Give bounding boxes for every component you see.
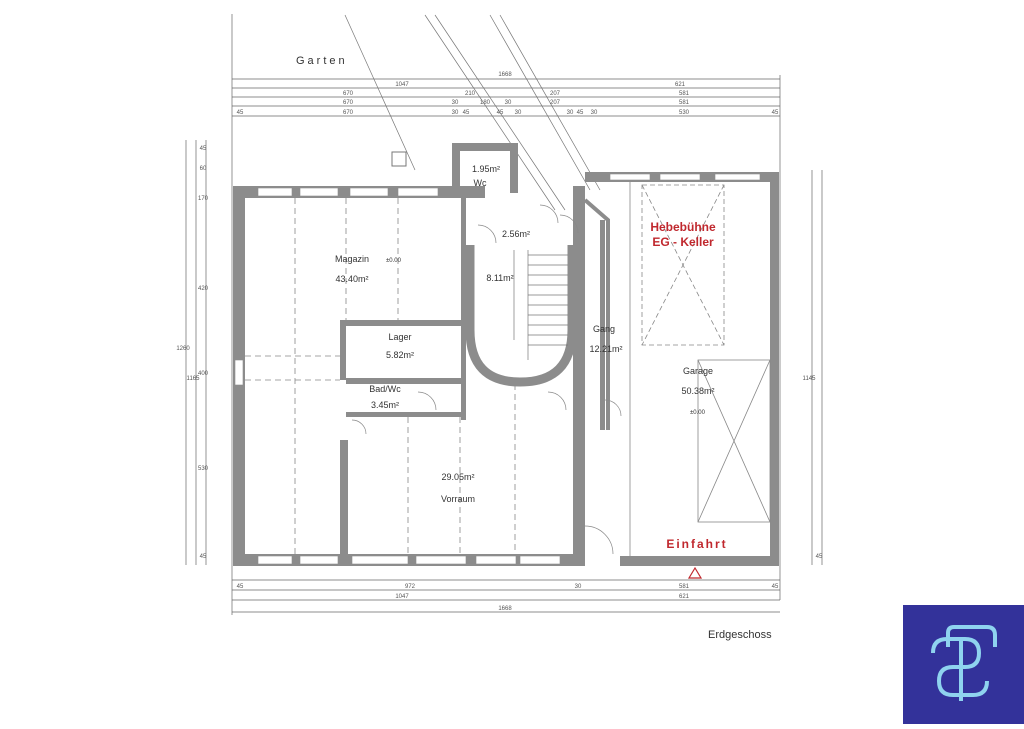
lift-label-line2: EG - Keller <box>652 235 714 249</box>
brand-logo <box>903 605 1024 724</box>
corridor-wall <box>583 198 610 430</box>
dim-bottom: 45 <box>237 584 244 590</box>
beam-lines <box>245 198 516 554</box>
dim-right: 45 <box>816 554 823 560</box>
floor-label: Erdgeschoss <box>708 629 772 641</box>
chimney <box>391 151 407 167</box>
highlight-labels: Hebebühne EG - Keller Einfahrt <box>650 220 727 551</box>
level-markers: ±0.00 ±0.00 <box>386 258 706 416</box>
dim-right: 1145 <box>803 376 817 382</box>
room-name-bad-wc: Bad/Wc <box>369 384 401 394</box>
dim-top: 30 <box>505 100 512 106</box>
dim-top: 581 <box>679 91 690 97</box>
room-area-gang: 12.21m² <box>589 344 622 354</box>
room-area-hall: 2.56m² <box>502 229 530 239</box>
dim-left: 60 <box>200 166 207 172</box>
dim-top: 45 <box>497 110 504 116</box>
dim-top: 30 <box>515 110 522 116</box>
dim-top: 1668 <box>498 72 512 78</box>
dim-top: 30 <box>591 110 598 116</box>
dim-left: 1165 <box>187 376 201 382</box>
dim-bottom: 621 <box>679 594 690 600</box>
room-area-magazin: 43.40m² <box>335 274 368 284</box>
dim-top: 210 <box>465 91 476 97</box>
dim-top: 45 <box>463 110 470 116</box>
sp-monogram-icon <box>931 625 997 701</box>
dim-top: 30 <box>452 110 459 116</box>
level-magazin: ±0.00 <box>386 258 402 264</box>
dim-bottom: 1668 <box>498 606 512 612</box>
room-area-stair: 8.11m² <box>486 273 513 283</box>
level-garage: ±0.00 <box>690 410 706 416</box>
room-name-lager: Lager <box>388 332 411 342</box>
garage-parking <box>697 359 771 523</box>
room-name-magazin: Magazin <box>335 254 369 264</box>
dim-top: 45 <box>577 110 584 116</box>
dim-top: 207 <box>550 91 561 97</box>
lift-label-line1: Hebebühne <box>650 220 716 234</box>
lift-platform <box>641 184 725 346</box>
dim-top: 581 <box>679 100 690 106</box>
room-area-garage: 50.38m² <box>681 386 714 396</box>
room-name-garage: Garage <box>683 366 713 376</box>
dim-top: 670 <box>343 100 354 106</box>
dim-left: 45 <box>200 146 207 152</box>
dim-bottom: 30 <box>575 584 582 590</box>
dim-top: 530 <box>679 110 690 116</box>
entrance-marker <box>687 566 703 579</box>
dimension-lines <box>185 14 823 615</box>
dim-left: 1260 <box>176 346 190 352</box>
dimension-labels: 1668 1047 621 670 210 207 581 670 30 180… <box>176 72 823 612</box>
room-labels: Magazin 43.40m² Lager 5.82m² Bad/Wc 3.45… <box>335 164 715 504</box>
dim-top: 670 <box>343 110 354 116</box>
room-name-vorraum: Vorraum <box>441 494 475 504</box>
stair-steps <box>513 250 568 360</box>
dim-top: 45 <box>237 110 244 116</box>
room-name-wc: Wc <box>474 178 487 188</box>
stair-well-wall <box>465 245 577 387</box>
room-area-bad-wc: 3.45m² <box>371 400 399 410</box>
room-area-wc: 1.95m² <box>472 164 500 174</box>
garden-label: Garten <box>296 55 348 67</box>
dim-top: 1047 <box>395 82 409 88</box>
room-name-gang: Gang <box>593 324 615 334</box>
dim-top: 30 <box>452 100 459 106</box>
dim-left: 170 <box>198 196 209 202</box>
room-area-lager: 5.82m² <box>386 350 414 360</box>
dim-top: 621 <box>675 82 686 88</box>
dim-left: 530 <box>198 466 209 472</box>
dim-bottom: 1047 <box>395 594 409 600</box>
dim-left: 400 <box>198 371 209 377</box>
dim-bottom: 972 <box>405 584 416 590</box>
dim-top: 207 <box>550 100 561 106</box>
dim-bottom: 45 <box>772 584 779 590</box>
dim-top: 180 <box>480 100 491 106</box>
entrance-label: Einfahrt <box>666 537 727 551</box>
doors <box>351 204 622 555</box>
roof-projection-lines <box>344 14 601 211</box>
windows <box>234 173 761 565</box>
room-area-vorraum: 29.05m² <box>441 472 474 482</box>
dim-left: 420 <box>198 286 209 292</box>
dim-left: 45 <box>200 554 207 560</box>
dim-bottom: 581 <box>679 584 690 590</box>
dim-top: 45 <box>772 110 779 116</box>
dim-top: 30 <box>567 110 574 116</box>
dim-top: 670 <box>343 91 354 97</box>
